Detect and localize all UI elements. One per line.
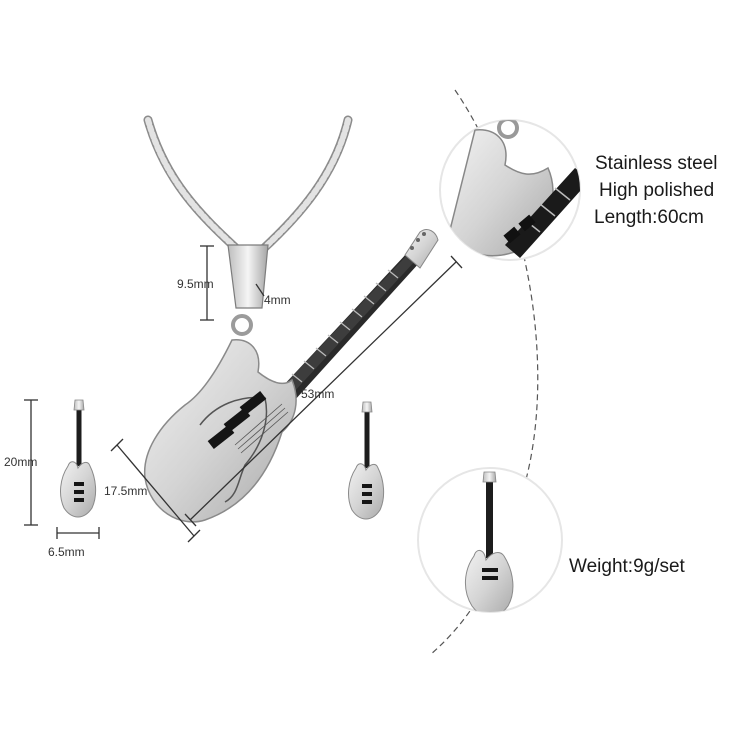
detail-circle-closeup (439, 119, 581, 261)
earring-width-label: 6.5mm (48, 545, 85, 559)
spec-weight: Weight:9g/set (569, 556, 685, 577)
spec-finish: High polished (599, 180, 715, 201)
detail-circle-weight (417, 467, 563, 613)
earring-height-label: 20mm (4, 455, 38, 469)
bail-height-label: 9.5mm (177, 277, 214, 291)
earring-right (348, 401, 385, 520)
spec-material: Stainless steel (595, 153, 718, 174)
pendant-width-label: 17.5mm (104, 484, 148, 498)
guitar-pendant (143, 229, 439, 523)
earring-left (60, 399, 97, 518)
bail-depth-label: 4mm (264, 293, 291, 307)
pendant-length-label: 53mm (301, 387, 335, 401)
dimension-lines (24, 245, 463, 543)
spec-length: Length:60cm (594, 207, 704, 228)
necklace-chain (143, 115, 353, 255)
pendant-bail (227, 244, 269, 336)
